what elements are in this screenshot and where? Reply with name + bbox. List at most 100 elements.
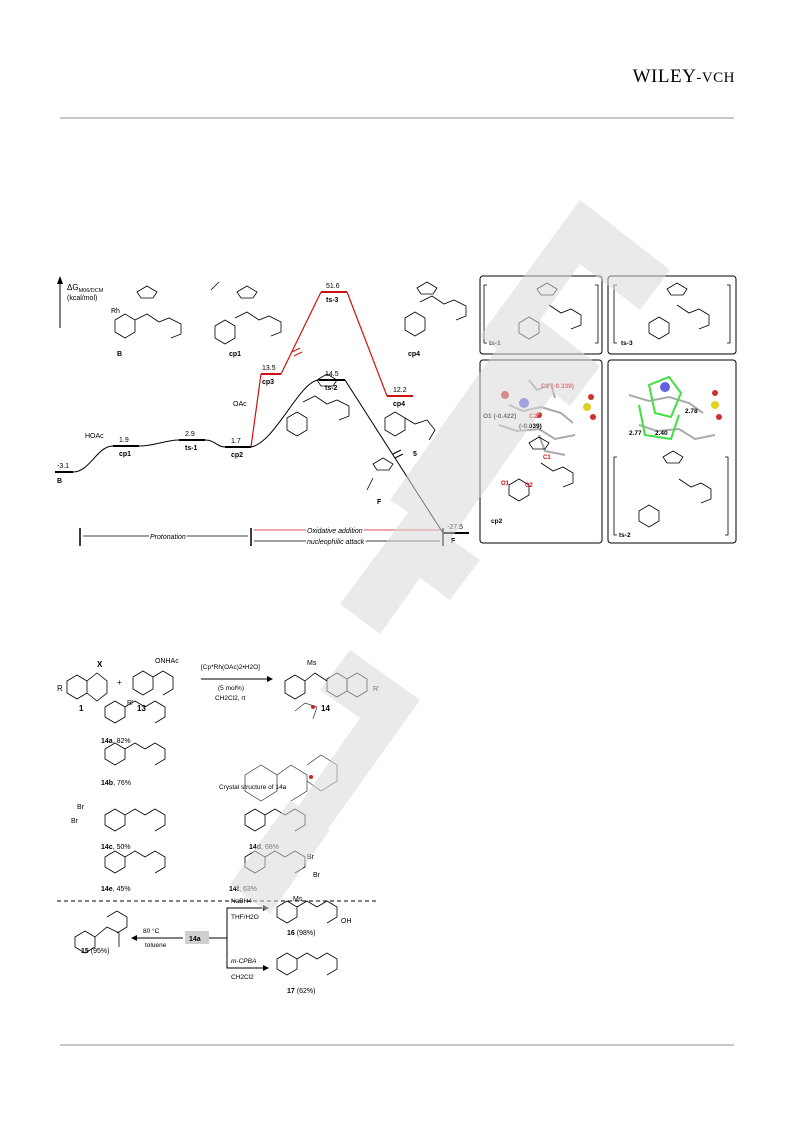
cp2-structure (508, 436, 574, 502)
compound-16: 16 (98%) (287, 930, 315, 937)
product-14b: 14b, 76% (101, 780, 131, 787)
value-B: -3.1 (57, 463, 69, 470)
structure-F (366, 457, 394, 491)
solvent-17: CH2Cl2 (231, 974, 254, 981)
reagent-16: NaBH4 (231, 898, 252, 905)
br-14f-bottom: Br (313, 872, 321, 879)
charge-c2: (-0.039) (519, 423, 542, 430)
ms-14: Ms (307, 660, 317, 667)
solvent: CH2Cl2, rt (215, 695, 246, 702)
cp2-o1: O1 (501, 481, 510, 487)
charge-c1: C1 (-0.339) (541, 383, 574, 390)
level-label-ts1: ts-1 (185, 445, 198, 452)
product-14c: 14c, 50% (101, 844, 131, 851)
structure-cp4 (404, 281, 467, 337)
label-cp1-top: cp1 (229, 351, 241, 358)
level-label-ts3: ts-3 (326, 297, 339, 304)
value-F: -27.5 (447, 524, 463, 531)
br-14f-top: Br (307, 854, 315, 861)
cp2-c2: C2 (525, 483, 533, 489)
br-14c-top: Br (77, 804, 85, 811)
compound-17: 17 (62%) (287, 988, 315, 995)
level-label-cp3: cp3 (262, 379, 274, 386)
charge-o1: O1 (-0.422) (483, 413, 516, 420)
label-ts1: ts-1 (489, 340, 501, 347)
label-ts2: ts-2 (619, 532, 631, 539)
structure-B (114, 285, 182, 339)
compound-1: 1 (79, 704, 84, 713)
ts-panels: ts-1 ts-3 C1 (-0.339) O1 (-0.422) C2 (-0… (479, 275, 737, 544)
crystal-caption: Crystal structure of 14a (219, 784, 287, 791)
svg-text:Rh: Rh (111, 308, 120, 315)
arrow-16-icon (263, 905, 269, 911)
publisher-logo: WILEY-VCH (633, 66, 735, 88)
value-cp3: 13.5 (262, 365, 276, 372)
solvent-16: THF/H2O (231, 914, 259, 921)
compound-17-structure (276, 952, 338, 976)
catalyst-loading: (5 mol%) (218, 685, 244, 692)
r-prime-product: R' (373, 686, 379, 693)
phase-protonation: Protonation (150, 534, 186, 541)
phase-nucleophilic: nucleophilic attack (307, 539, 365, 546)
value-cp4: 12.2 (393, 387, 407, 394)
compound-13: 13 (137, 704, 146, 713)
label-cp2: cp2 (491, 518, 503, 525)
reagent-hoac: HOAc (85, 433, 104, 440)
product-14e: 14e, 45% (101, 886, 131, 893)
label-B: B (117, 351, 122, 358)
energy-levels (55, 379, 469, 534)
axis-unit: (kcal/mol) (67, 295, 97, 302)
label-c2: C2 (529, 413, 538, 420)
x-label: X (97, 660, 103, 669)
compound-15-structure (74, 910, 128, 954)
catalyst: [Cp*Rh(OAc)2•H2O] (201, 664, 260, 671)
red-pathway-connectors (250, 291, 388, 448)
structure-cp3 (286, 373, 350, 437)
value-ts1: 2.9 (185, 431, 195, 438)
br-14c-bottom: Br (71, 818, 79, 825)
cond15-solvent: toluene (145, 942, 167, 949)
arrow-15-icon (131, 935, 137, 941)
dist-b: 2.77 (629, 430, 642, 437)
oh-16: OH (341, 918, 352, 925)
value-ts2: 14.5 (325, 371, 339, 378)
axis-label: ΔGM06/DCM (67, 283, 104, 294)
compound-15: 15 (95%) (81, 948, 109, 955)
ts2-structure (613, 450, 729, 536)
product-14-structure (284, 672, 368, 700)
reaction-scheme: X R + ONHAc R' 1 13 [Cp*Rh(OAc)2•H2O] (5… (57, 658, 379, 995)
level-label-ts2: ts-2 (325, 385, 338, 392)
arrow-17-icon (263, 965, 269, 971)
panel-ts2 (607, 359, 737, 544)
r-label: R (57, 684, 63, 693)
level-label-B: B (57, 478, 62, 485)
level-label-cp1: cp1 (119, 451, 131, 458)
value-ts3: 51.6 (326, 283, 340, 290)
onhac-label: ONHAc (155, 658, 179, 665)
dist-a: 2.78 (685, 408, 698, 415)
arrow-head-icon (267, 676, 273, 682)
phase-oxidative: Oxidative addition (307, 528, 363, 535)
product-14a: 14a, 82% (101, 738, 131, 745)
break-marks (291, 347, 303, 357)
svg-text:+: + (117, 678, 122, 687)
energy-profile-diagram: ΔGM06/DCM (kcal/mol) Rh B cp1 cp4 5 F (55, 276, 469, 548)
dist-c: 2.40 (655, 430, 668, 437)
ts2-3d-model (628, 375, 722, 441)
cond15-temp: 80 °C (143, 927, 160, 935)
structure-product-5 (384, 411, 436, 441)
compound-14: 14 (321, 704, 330, 713)
publisher-suffix: -VCH (696, 70, 735, 86)
publisher-main: WILEY (632, 66, 697, 87)
level-label-F: F (451, 538, 456, 545)
svg-text:Ms: Ms (293, 896, 303, 903)
header-rule (60, 117, 734, 119)
label-F-struct: F (377, 499, 382, 506)
cp2-c1: C1 (543, 455, 551, 461)
label-ts3: ts-3 (621, 340, 633, 347)
label-cp4-top: cp4 (408, 351, 420, 358)
structure-cp1 (210, 281, 282, 345)
level-label-cp4: cp4 (393, 401, 405, 408)
reagent-17: m-CPBA (231, 958, 256, 965)
footer-rule (60, 1044, 734, 1046)
